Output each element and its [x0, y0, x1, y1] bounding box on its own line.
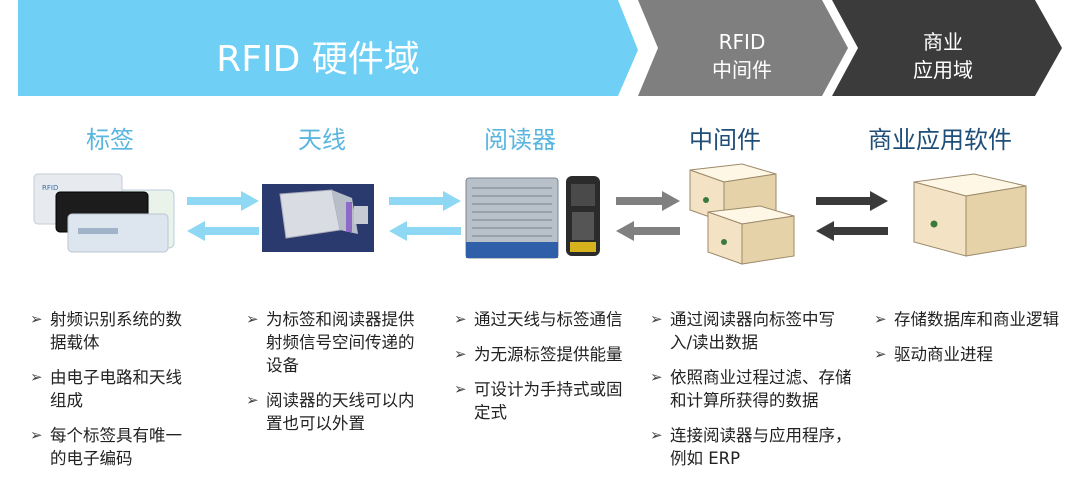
rfid-tag-cards-icon: RFID [33, 173, 175, 253]
bullet-arrow-icon: ➢ [454, 380, 467, 398]
arrow-left-icon [187, 221, 259, 241]
bullet-arrow-icon: ➢ [30, 368, 43, 386]
list-item: ➢由电子电路和天线组成 [30, 368, 182, 410]
bullet-arrow-icon: ➢ [30, 426, 43, 444]
reader-bullets: ➢通过天线与标签通信 ➢为无源标签提供能量 ➢可设计为手持式或固定式 [452, 308, 632, 436]
list-item: ➢为标签和阅读器提供射频信号空间传递的设备 [246, 310, 415, 375]
arrow-right-icon [616, 191, 680, 211]
bullet-arrow-icon: ➢ [650, 368, 663, 386]
bullet-arrow-icon: ➢ [246, 391, 259, 409]
list-item: ➢连接阅读器与应用程序，例如 ERP [650, 426, 852, 468]
bullet-arrow-icon: ➢ [454, 345, 467, 363]
list-item: ➢阅读器的天线可以内置也可以外置 [246, 391, 415, 433]
middleware-label-line2: 中间件 [712, 58, 772, 82]
middleware-title: 中间件 [689, 126, 761, 154]
tag-bullets: ➢射频识别系统的数据载体 ➢由电子电路和天线组成 ➢每个标签具有唯一的电子编码 [28, 308, 198, 482]
bullet-arrow-icon: ➢ [30, 310, 43, 328]
business-domain-label: 商业 应用域 [858, 28, 1028, 84]
bullet-arrow-icon: ➢ [650, 310, 663, 328]
bullet-arrow-icon: ➢ [454, 310, 467, 328]
list-item: ➢驱动商业进程 [874, 345, 993, 364]
server-icon [913, 173, 1027, 257]
middleware-business-arrows [816, 191, 888, 241]
middleware-bullets: ➢通过阅读器向标签中写入/读出数据 ➢依照商业过程过滤、存储和计算所获得的数据 … [648, 308, 856, 482]
list-item: ➢可设计为手持式或固定式 [454, 380, 623, 422]
business-domain-chevron [832, 0, 1062, 96]
arrow-right-icon [187, 191, 259, 211]
business-software-title: 商业应用软件 [868, 126, 1012, 154]
list-item: ➢每个标签具有唯一的电子编码 [30, 426, 182, 468]
domain-banner: RFID 硬件域 RFID 中间件 商业 应用域 [0, 0, 1080, 100]
reader-devices-icon [465, 176, 600, 259]
middleware-label-line1: RFID [718, 30, 766, 54]
list-item: ➢为无源标签提供能量 [454, 345, 623, 364]
business-label-line1: 商业 [923, 30, 963, 54]
tag-title: 标签 [86, 126, 134, 154]
middleware-domain-chevron [638, 0, 848, 96]
bullet-arrow-icon: ➢ [246, 310, 259, 328]
list-item: ➢通过阅读器向标签中写入/读出数据 [650, 310, 835, 352]
antenna-bullets: ➢为标签和阅读器提供射频信号空间传递的设备 ➢阅读器的天线可以内置也可以外置 [244, 308, 416, 447]
hardware-domain-label: RFID 硬件域 [216, 39, 420, 80]
tag-antenna-arrows [187, 191, 259, 241]
banner-shapes [18, 0, 1062, 96]
business-label-line2: 应用域 [913, 58, 973, 82]
bullet-arrow-icon: ➢ [874, 345, 887, 363]
arrow-right-icon [816, 191, 888, 211]
server-pair-icon [689, 163, 795, 265]
arrow-left-icon [616, 221, 680, 241]
middleware-domain-label: RFID 中间件 [672, 28, 812, 84]
antenna-reader-arrows [389, 191, 461, 241]
list-item: ➢存储数据库和商业逻辑 [874, 310, 1059, 329]
reader-middleware-arrows [616, 191, 680, 241]
svg-text:RFID: RFID [42, 184, 58, 192]
business-bullets: ➢存储数据库和商业逻辑 ➢驱动商业进程 [872, 308, 1062, 378]
antenna-icon [262, 184, 374, 252]
hardware-domain-chevron [18, 0, 638, 96]
bullet-arrow-icon: ➢ [650, 426, 663, 444]
reader-title: 阅读器 [484, 126, 556, 154]
antenna-title: 天线 [298, 126, 346, 154]
list-item: ➢射频识别系统的数据载体 [30, 310, 182, 352]
arrow-left-icon [816, 221, 888, 241]
list-item: ➢依照商业过程过滤、存储和计算所获得的数据 [650, 368, 852, 410]
arrow-left-icon [389, 221, 461, 241]
bullet-arrow-icon: ➢ [874, 310, 887, 328]
arrow-right-icon [389, 191, 461, 211]
list-item: ➢通过天线与标签通信 [454, 310, 623, 329]
